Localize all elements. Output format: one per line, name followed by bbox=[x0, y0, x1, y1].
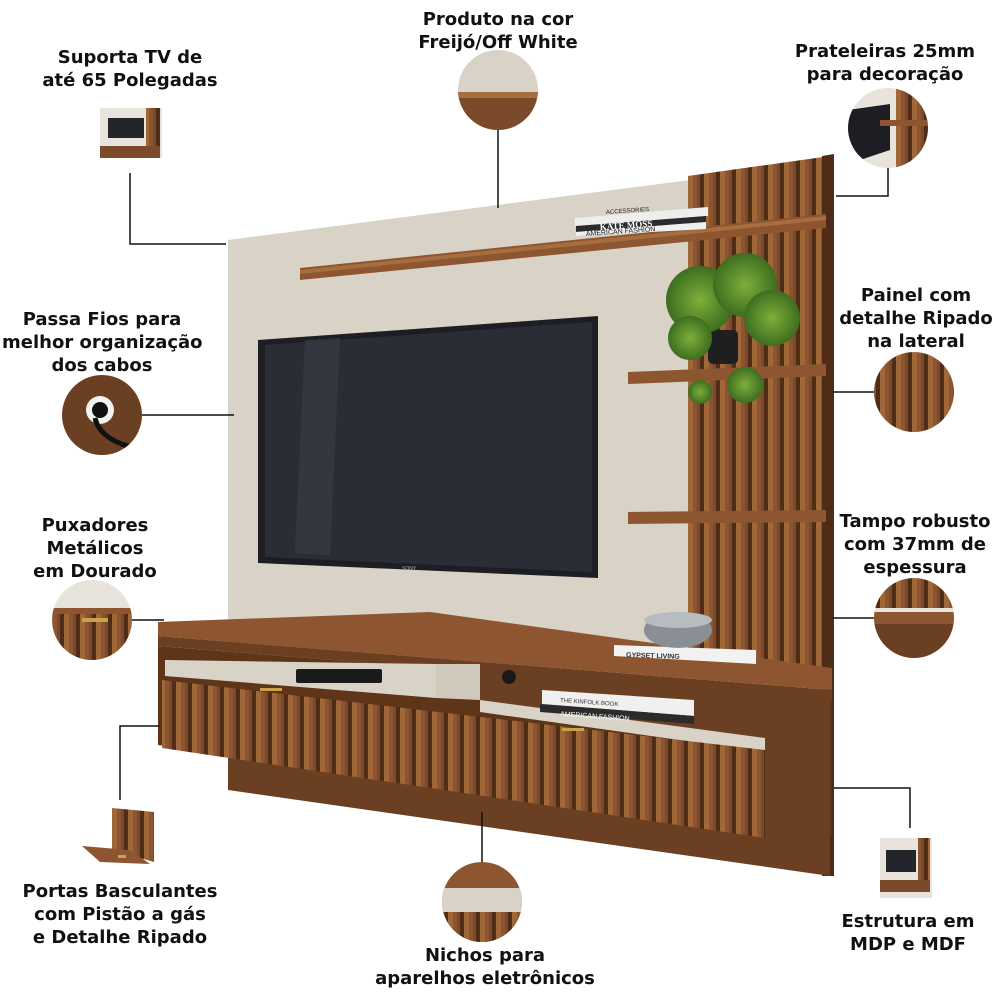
circle-shelf-detail bbox=[848, 88, 928, 168]
svg-text:GYPSET LIVING: GYPSET LIVING bbox=[626, 652, 680, 661]
niche-books: THE KINFOLK BOOK AMERICAN FASHION bbox=[540, 690, 694, 724]
television: SONY bbox=[258, 316, 598, 578]
connector-lines bbox=[119, 130, 911, 862]
gold-handle-2 bbox=[562, 728, 584, 731]
circle-top-detail bbox=[874, 578, 954, 658]
svg-text:AMERICAN FASHION: AMERICAN FASHION bbox=[586, 226, 656, 238]
side-shelf-2 bbox=[628, 510, 826, 524]
circle-slat-detail bbox=[874, 352, 954, 432]
side-shelf-1 bbox=[628, 364, 826, 384]
thumbnail-tv-support bbox=[100, 108, 162, 158]
circle-color-detail bbox=[458, 50, 538, 130]
circle-cable-detail bbox=[62, 375, 142, 455]
thumbnail-door bbox=[82, 808, 154, 864]
receiver-box bbox=[296, 669, 382, 683]
thumbnail-structure bbox=[880, 838, 932, 898]
plant bbox=[666, 253, 800, 404]
svg-text:SONY: SONY bbox=[402, 566, 417, 572]
rack-top bbox=[158, 612, 832, 690]
slatted-doors bbox=[162, 680, 765, 838]
svg-text:KATE MOSS: KATE MOSS bbox=[599, 218, 652, 232]
svg-text:THE KINFOLK BOOK: THE KINFOLK BOOK bbox=[560, 698, 619, 708]
top-shelf-books: ACCESSORIES KATE MOSS AMERICAN FASHION bbox=[575, 207, 708, 238]
circle-niche-detail bbox=[442, 862, 522, 942]
gold-handle-1 bbox=[260, 688, 282, 691]
svg-text:ACCESSORIES: ACCESSORIES bbox=[606, 207, 650, 216]
svg-text:AMERICAN FASHION: AMERICAN FASHION bbox=[560, 711, 630, 723]
circle-handle-detail bbox=[52, 580, 132, 660]
rack-books: GYPSET LIVING bbox=[614, 612, 756, 664]
